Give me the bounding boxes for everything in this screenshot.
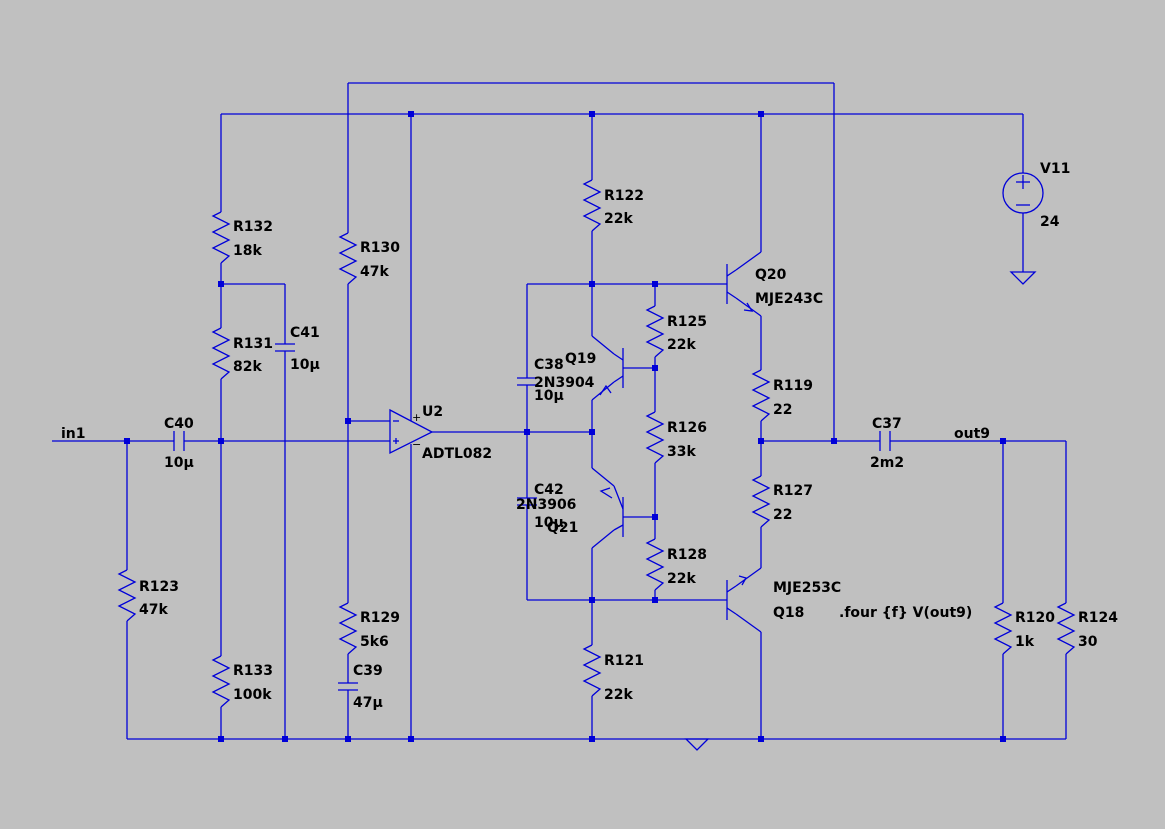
r128-ref: R128 [667,547,707,563]
c41-value: 10µ [290,357,320,373]
r127-ref: R127 [773,483,813,499]
u2-ref: U2 [422,404,443,420]
r126-ref: R126 [667,420,707,436]
resistor-r125[interactable] [645,305,665,358]
c38-value: 10µ [534,388,564,404]
capacitor-c40[interactable] [173,431,185,451]
r124-ref: R124 [1078,610,1118,626]
spice-directive: .four {f} V(out9) [839,605,972,621]
r130-ref: R130 [360,240,400,256]
capacitor-c37[interactable] [879,431,891,451]
resistor-r124[interactable] [1056,602,1076,655]
wires [52,82,1067,740]
r121-ref: R121 [604,653,644,669]
transistor-q21[interactable] [599,485,624,537]
resistor-r133[interactable] [211,655,231,708]
capacitor-c38[interactable] [517,377,537,386]
c37-ref: C37 [872,416,902,432]
opamp-u2[interactable]: + − [389,408,434,455]
c39-ref: C39 [353,663,383,679]
ground-symbol-bottom [684,738,710,751]
junctions [124,111,1006,742]
q20-ref: Q20 [755,267,787,283]
svg-text:−: − [412,438,421,451]
resistor-r123[interactable] [117,569,137,622]
r122-ref: R122 [604,188,644,204]
r130-value: 47k [360,264,389,280]
r119-ref: R119 [773,378,813,394]
voltage-source-v11[interactable] [1002,172,1044,214]
resistor-r126[interactable] [645,411,665,464]
c39-value: 47µ [353,695,383,711]
r125-value: 22k [667,337,696,353]
r120-ref: R120 [1015,610,1055,626]
r119-value: 22 [773,402,792,418]
resistor-r122[interactable] [582,179,602,232]
r123-value: 47k [139,602,168,618]
capacitor-c41[interactable] [275,343,295,352]
transistor-q18[interactable] [726,575,747,620]
r131-ref: R131 [233,336,273,352]
resistor-r121[interactable] [582,644,602,697]
r123-ref: R123 [139,579,179,595]
capacitor-c39[interactable] [338,682,358,691]
r122-value: 22k [604,211,633,227]
c42-ref: C42 [534,482,564,498]
r129-value: 5k6 [360,634,389,650]
resistor-r128[interactable] [645,538,665,591]
q19-ref: Q19 [565,351,596,367]
r124-value: 30 [1078,634,1098,650]
q21-ref: Q21 [547,520,578,536]
u2-value: ADTL082 [422,446,492,462]
c41-ref: C41 [290,325,320,341]
svg-text:+: + [412,411,421,424]
r128-value: 22k [667,571,696,587]
c42-value: 10µ [534,515,564,531]
r127-value: 22 [773,507,792,523]
r129-ref: R129 [360,610,400,626]
q18-ref: Q18 [773,605,804,621]
resistor-r129[interactable] [338,602,358,655]
ground-symbol-v11 [1009,271,1037,285]
capacitor-c42[interactable] [517,497,537,506]
r121-value: 22k [604,687,633,703]
r132-ref: R132 [233,219,273,235]
q20-model: MJE243C [755,291,823,307]
c40-value: 10µ [164,455,194,471]
q18-model: MJE253C [773,580,841,596]
c37-value: 2m2 [870,455,904,471]
net-label-out: out9 [954,426,990,442]
c38-ref: C38 [534,357,564,373]
q21-model: 2N3906 [516,497,576,513]
resistor-r130[interactable] [338,232,358,285]
c40-ref: C40 [164,416,194,432]
q19-model: 2N3904 [534,375,595,391]
r131-value: 82k [233,359,262,375]
transistor-q20[interactable] [726,264,754,312]
transistor-q19[interactable] [599,348,624,396]
v11-value: 24 [1040,214,1060,230]
resistor-r120[interactable] [993,602,1013,655]
resistor-r119[interactable] [751,369,771,422]
resistor-r131[interactable] [211,327,231,380]
resistor-r127[interactable] [751,475,771,528]
r120-value: 1k [1015,634,1035,650]
r133-ref: R133 [233,663,273,679]
net-label-in: in1 [61,426,86,442]
r125-ref: R125 [667,314,707,330]
r126-value: 33k [667,444,696,460]
r132-value: 18k [233,243,262,259]
resistor-r132[interactable] [211,211,231,264]
v11-ref: V11 [1040,161,1070,177]
r133-value: 100k [233,687,272,703]
